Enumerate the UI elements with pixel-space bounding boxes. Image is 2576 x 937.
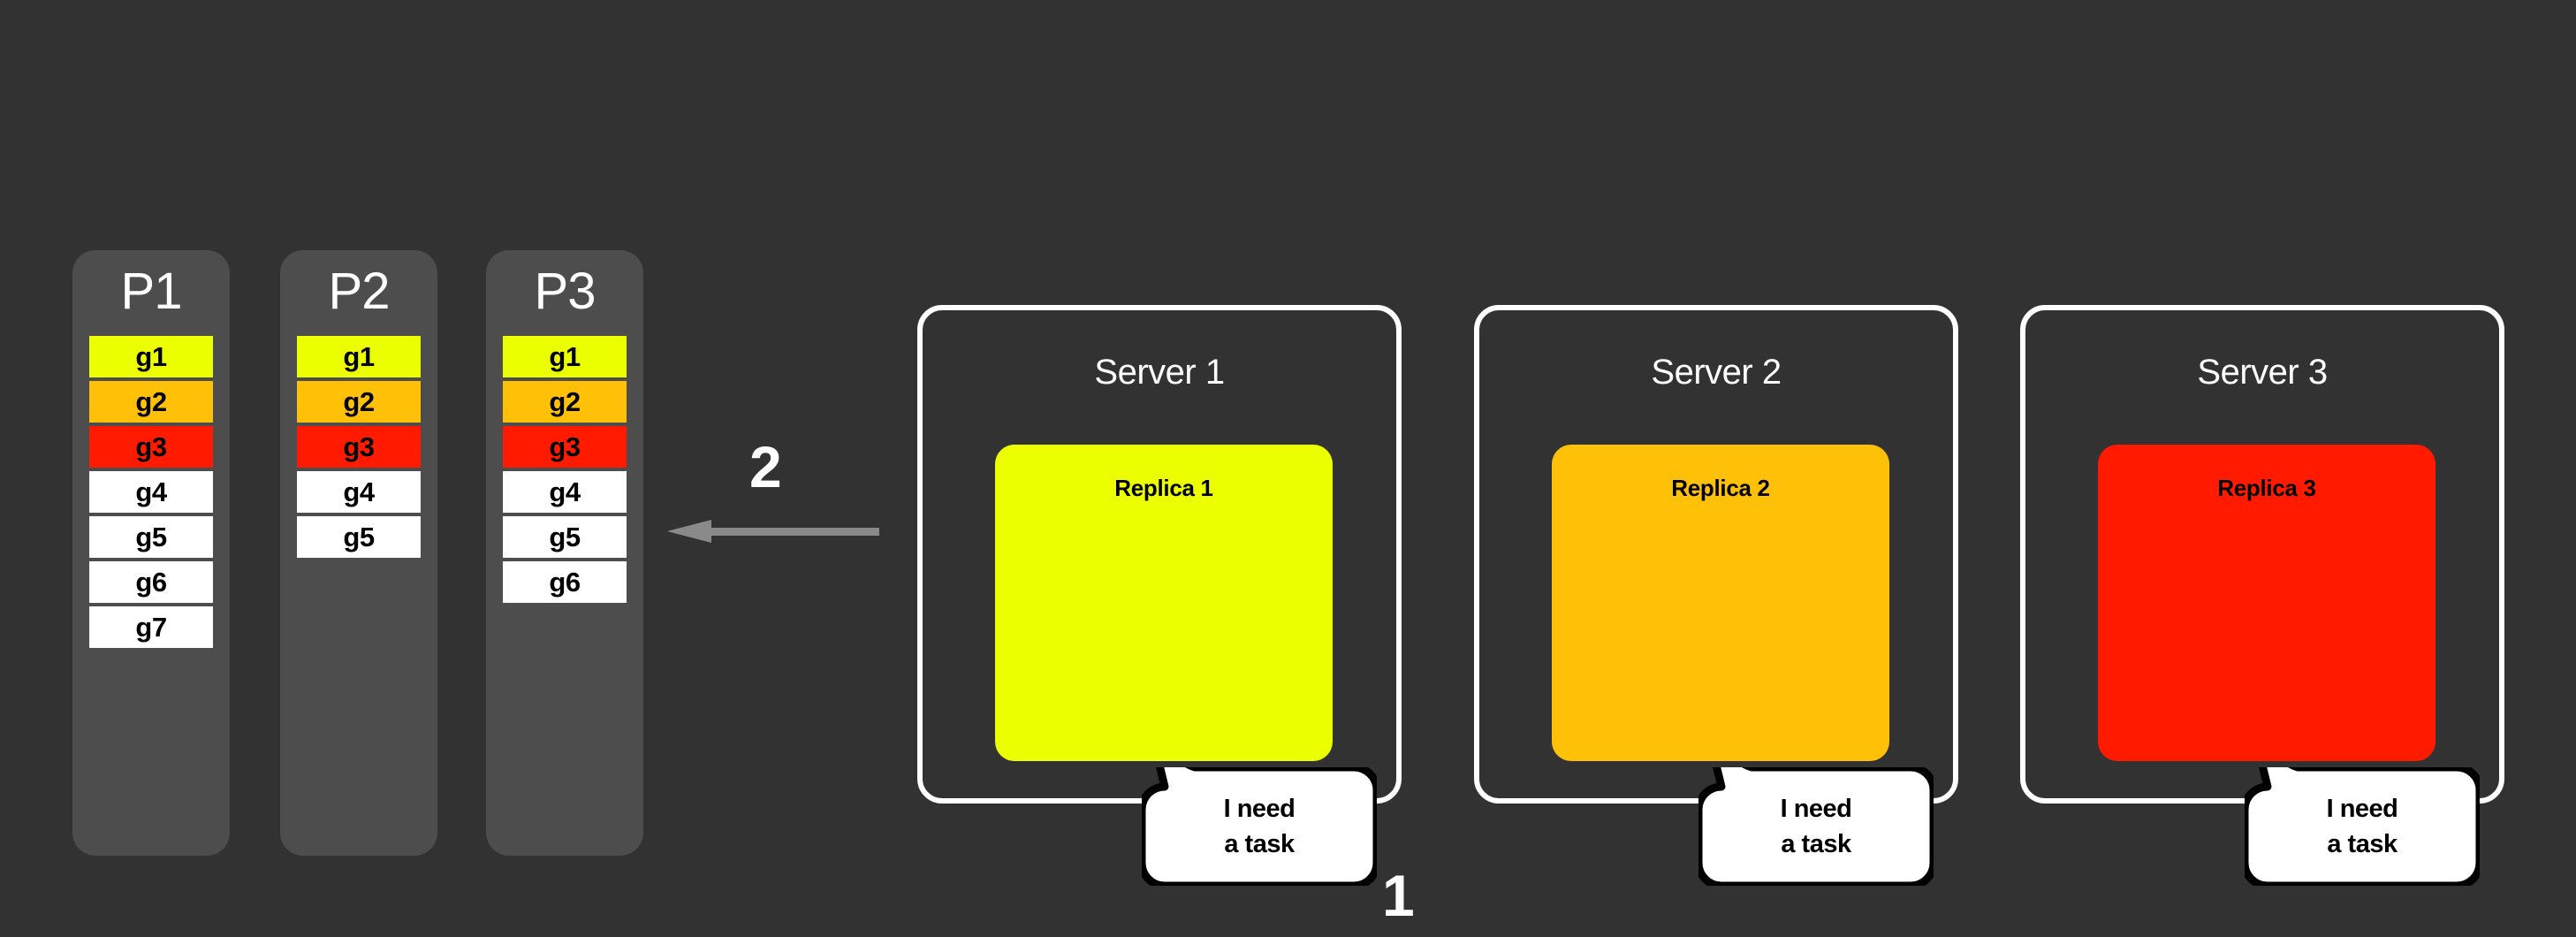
speech-bubble-text: I need a task: [1698, 767, 1934, 886]
partition-group-item: g6: [89, 561, 213, 603]
partition-group-item: g3: [297, 426, 421, 468]
bubble-line-1: I need: [1223, 795, 1296, 823]
partition-group-item: g3: [503, 426, 627, 468]
replica-label: Replica 1: [1114, 475, 1213, 501]
speech-bubble-server-3: I need a task: [2245, 767, 2480, 886]
partition-group-item: g5: [503, 516, 627, 558]
server-title: Server 3: [2197, 353, 2328, 392]
replica-box: Replica 2: [1552, 445, 1889, 761]
partition-group-item: g7: [89, 606, 213, 648]
partition-group-item: g5: [89, 516, 213, 558]
bubble-line-2: a task: [1781, 830, 1851, 858]
partition-title: P3: [534, 263, 597, 320]
server-box-2: Server 2 Replica 2: [1474, 305, 1958, 804]
arrow-head: [667, 520, 711, 543]
partition-group-item: g3: [89, 426, 213, 468]
speech-bubble-shape-icon: [1142, 767, 1377, 886]
partition-group-item: g2: [503, 381, 627, 423]
speech-bubble-server-1: I need a task: [1142, 767, 1377, 886]
bubble-line-2: a task: [1224, 830, 1295, 858]
server-box-1: Server 1 Replica 1: [917, 305, 1402, 804]
step-number-1: 1: [1382, 863, 1415, 928]
partition-title: P2: [328, 263, 391, 320]
partition-title: P1: [120, 263, 183, 320]
speech-bubble-text: I need a task: [1142, 767, 1377, 886]
speech-bubble-shape-icon: [1698, 767, 1934, 886]
speech-bubble-text: I need a task: [2245, 767, 2480, 886]
partition-group-item: g4: [297, 471, 421, 513]
partition-group-item: g1: [89, 336, 213, 377]
assignment-arrow-left-icon: [667, 520, 879, 543]
server-title: Server 1: [1094, 353, 1225, 392]
replica-box: Replica 1: [995, 445, 1333, 761]
partition-group-item: g1: [297, 336, 421, 377]
partition-group-item: g6: [503, 561, 627, 603]
bubble-line-1: I need: [1780, 795, 1852, 823]
partition-group-item: g1: [503, 336, 627, 377]
speech-bubble-shape-icon: [2245, 767, 2480, 886]
partition-group-item: g4: [89, 471, 213, 513]
arrow-shaft: [708, 528, 879, 536]
step-number-2: 2: [749, 434, 782, 499]
server-title: Server 2: [1651, 353, 1782, 392]
partition-group-item: g2: [297, 381, 421, 423]
speech-bubble-server-2: I need a task: [1698, 767, 1934, 886]
server-box-3: Server 3 Replica 3: [2020, 305, 2504, 804]
partition-group-item: g2: [89, 381, 213, 423]
bubble-line-1: I need: [2326, 795, 2398, 823]
partition-group-item: g5: [297, 516, 421, 558]
partition-group-item: g4: [503, 471, 627, 513]
replica-box: Replica 3: [2098, 445, 2435, 761]
replica-label: Replica 3: [2217, 475, 2316, 501]
bubble-line-2: a task: [2327, 830, 2397, 858]
replica-label: Replica 2: [1671, 475, 1770, 501]
